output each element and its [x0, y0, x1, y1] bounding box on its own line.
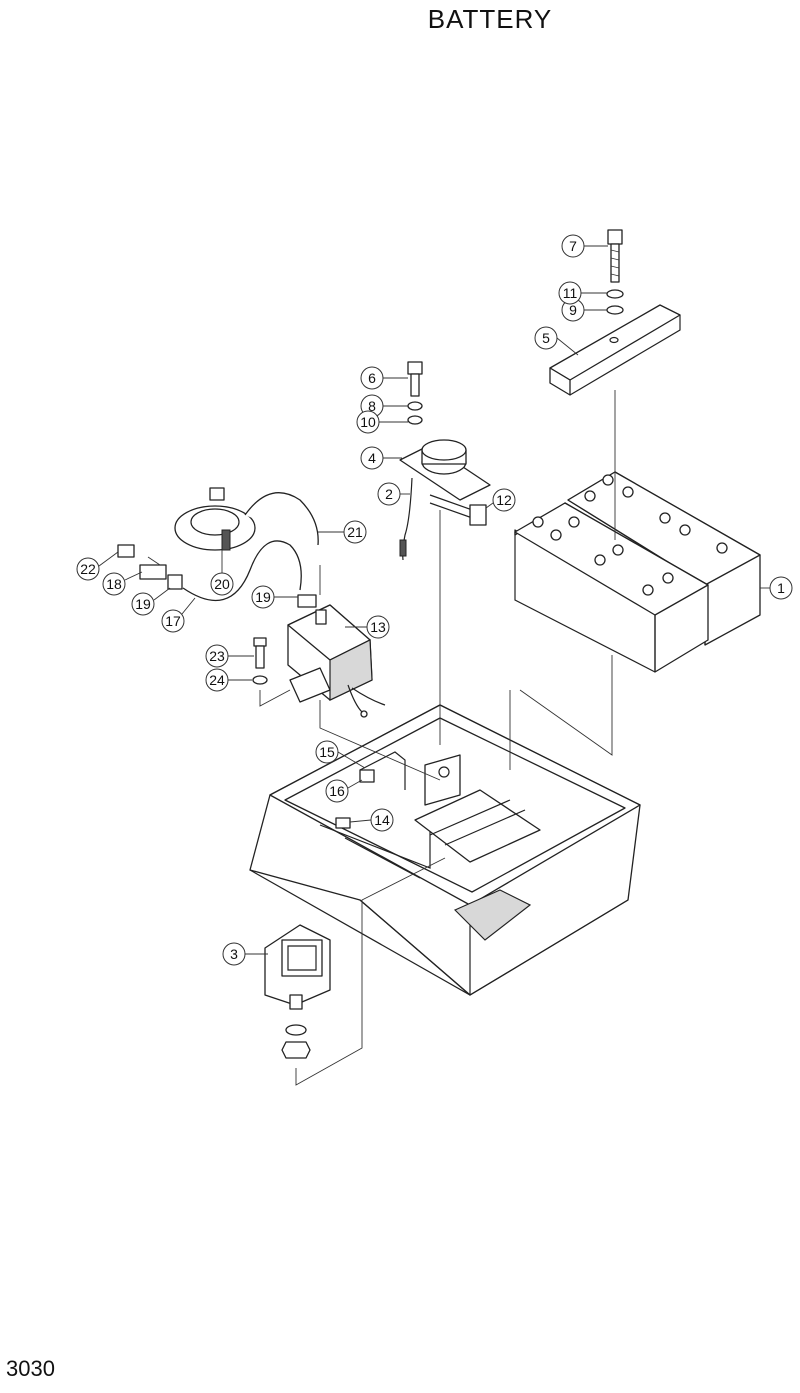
svg-text:19: 19 [255, 589, 271, 605]
svg-text:1: 1 [777, 580, 785, 596]
disconnect-switch-assembly [400, 362, 490, 745]
callout-12: 12 [493, 489, 515, 511]
page-title: BATTERY [427, 4, 553, 34]
callout-18: 18 [103, 573, 125, 595]
svg-text:22: 22 [80, 561, 96, 577]
callout-23: 23 [206, 645, 228, 667]
svg-text:23: 23 [209, 648, 225, 664]
battery-box [250, 705, 640, 995]
callout-16: 16 [326, 780, 348, 802]
svg-text:17: 17 [165, 613, 181, 629]
svg-text:15: 15 [319, 744, 335, 760]
hold-down-assembly [550, 230, 680, 540]
callout-15: 15 [316, 741, 338, 763]
svg-text:16: 16 [329, 783, 345, 799]
svg-text:12: 12 [496, 492, 512, 508]
svg-text:11: 11 [563, 285, 578, 301]
svg-text:4: 4 [368, 450, 376, 466]
water-hose-assembly [118, 488, 318, 600]
svg-text:7: 7 [569, 238, 577, 254]
callout-22: 22 [77, 558, 99, 580]
svg-text:8: 8 [368, 398, 376, 414]
svg-text:19: 19 [135, 596, 151, 612]
callout-19a: 19 [132, 593, 154, 615]
callout-17: 17 [162, 610, 184, 632]
reservoir-assembly [253, 565, 440, 780]
svg-text:20: 20 [214, 576, 230, 592]
callout-1: 1 [770, 577, 792, 599]
beacon-light [265, 858, 445, 1085]
callout-24: 24 [206, 669, 228, 691]
svg-text:24: 24 [209, 672, 225, 688]
svg-text:2: 2 [385, 486, 393, 502]
callout-4: 4 [361, 447, 383, 469]
callout-6: 6 [361, 367, 383, 389]
callout-21: 21 [344, 521, 366, 543]
callout-7: 7 [562, 235, 584, 257]
callout-20: 20 [211, 573, 233, 595]
svg-text:13: 13 [370, 619, 386, 635]
batteries [515, 472, 760, 672]
callout-5: 5 [535, 327, 557, 349]
svg-text:3: 3 [230, 946, 238, 962]
callout-14: 14 [371, 809, 393, 831]
svg-text:6: 6 [368, 370, 376, 386]
callout-19b: 19 [252, 586, 274, 608]
svg-text:18: 18 [106, 576, 122, 592]
svg-text:10: 10 [360, 414, 376, 430]
callout-3: 3 [223, 943, 245, 965]
callout-11: 11 [559, 282, 581, 304]
callout-2: 2 [378, 483, 400, 505]
callout-10: 10 [357, 411, 379, 433]
callout-13: 13 [367, 616, 389, 638]
svg-text:9: 9 [569, 302, 577, 318]
svg-text:5: 5 [542, 330, 550, 346]
svg-text:14: 14 [374, 812, 390, 828]
svg-text:21: 21 [347, 524, 363, 540]
page-number: 3030 [6, 1356, 55, 1381]
